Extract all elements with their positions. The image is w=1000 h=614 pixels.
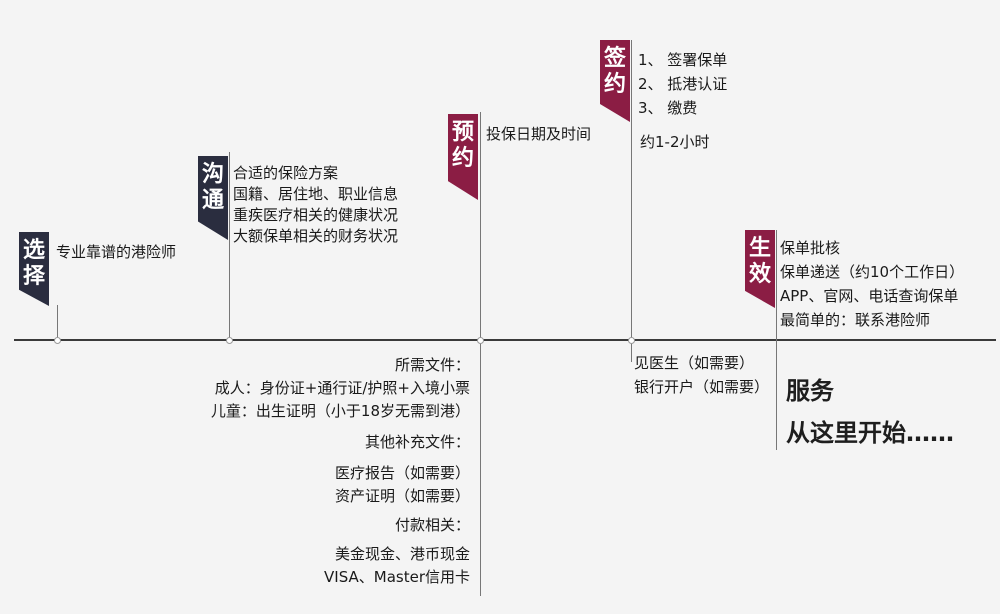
stage-sign-text: 1、 签署保单 2、 抵港认证 3、 缴费	[638, 51, 728, 117]
adult-docs: 成人：身份证+通行证/护照+入境小票	[214, 379, 470, 397]
timeline-node-select	[54, 337, 61, 344]
timeline-axis	[14, 339, 996, 341]
payment-cash: 美金现金、港币现金	[334, 545, 470, 563]
stage-sign-connector	[631, 40, 632, 362]
child-docs: 儿童：出生证明（小于18岁无需到港）	[210, 402, 470, 420]
stage-select-connector	[57, 305, 58, 341]
stage-select-text: 专业靠谱的港险师	[56, 243, 177, 261]
timeline-node-appointment	[477, 337, 484, 344]
stage-flag-select: 选择	[19, 232, 49, 306]
stage-flag-effective: 生效	[745, 230, 775, 308]
stage-flag-sign: 签约	[600, 40, 630, 122]
tagline-service: 服务	[786, 377, 834, 405]
asset-proof: 资产证明（如需要）	[334, 487, 470, 505]
tagline-start-here: 从这里开始……	[786, 419, 954, 447]
stage-communicate-text: 合适的保险方案 国籍、居住地、职业信息 重疾医疗相关的健康状况 大额保单相关的财…	[233, 164, 399, 245]
sign-notes: 见医生（如需要） 银行开户（如需要）	[634, 354, 770, 396]
stage-sign-duration: 约1-2小时	[640, 133, 710, 151]
payment-card: VISA、Master信用卡	[324, 568, 470, 586]
medical-report: 医疗报告（如需要）	[334, 464, 470, 482]
documents-list: 所需文件： 成人：身份证+通行证/护照+入境小票 儿童：出生证明（小于18岁无需…	[150, 354, 470, 589]
stage-effective-connector	[776, 230, 777, 450]
required-docs-title: 所需文件：	[394, 356, 470, 374]
stage-flag-communicate: 沟通	[198, 156, 228, 240]
timeline-node-communicate	[226, 337, 233, 344]
stage-effective-text: 保单批核 保单递送（约10个工作日） APP、官网、电话查询保单 最简单的：联系…	[780, 239, 965, 329]
payment-title: 付款相关：	[394, 516, 470, 534]
timeline-node-sign	[628, 337, 635, 344]
other-docs-title: 其他补充文件：	[364, 433, 470, 451]
stage-appointment-text: 投保日期及时间	[486, 125, 592, 143]
stage-flag-appointment: 预约	[448, 114, 478, 200]
stage-communicate-connector	[229, 152, 230, 342]
stage-appointment-connector	[480, 112, 481, 596]
